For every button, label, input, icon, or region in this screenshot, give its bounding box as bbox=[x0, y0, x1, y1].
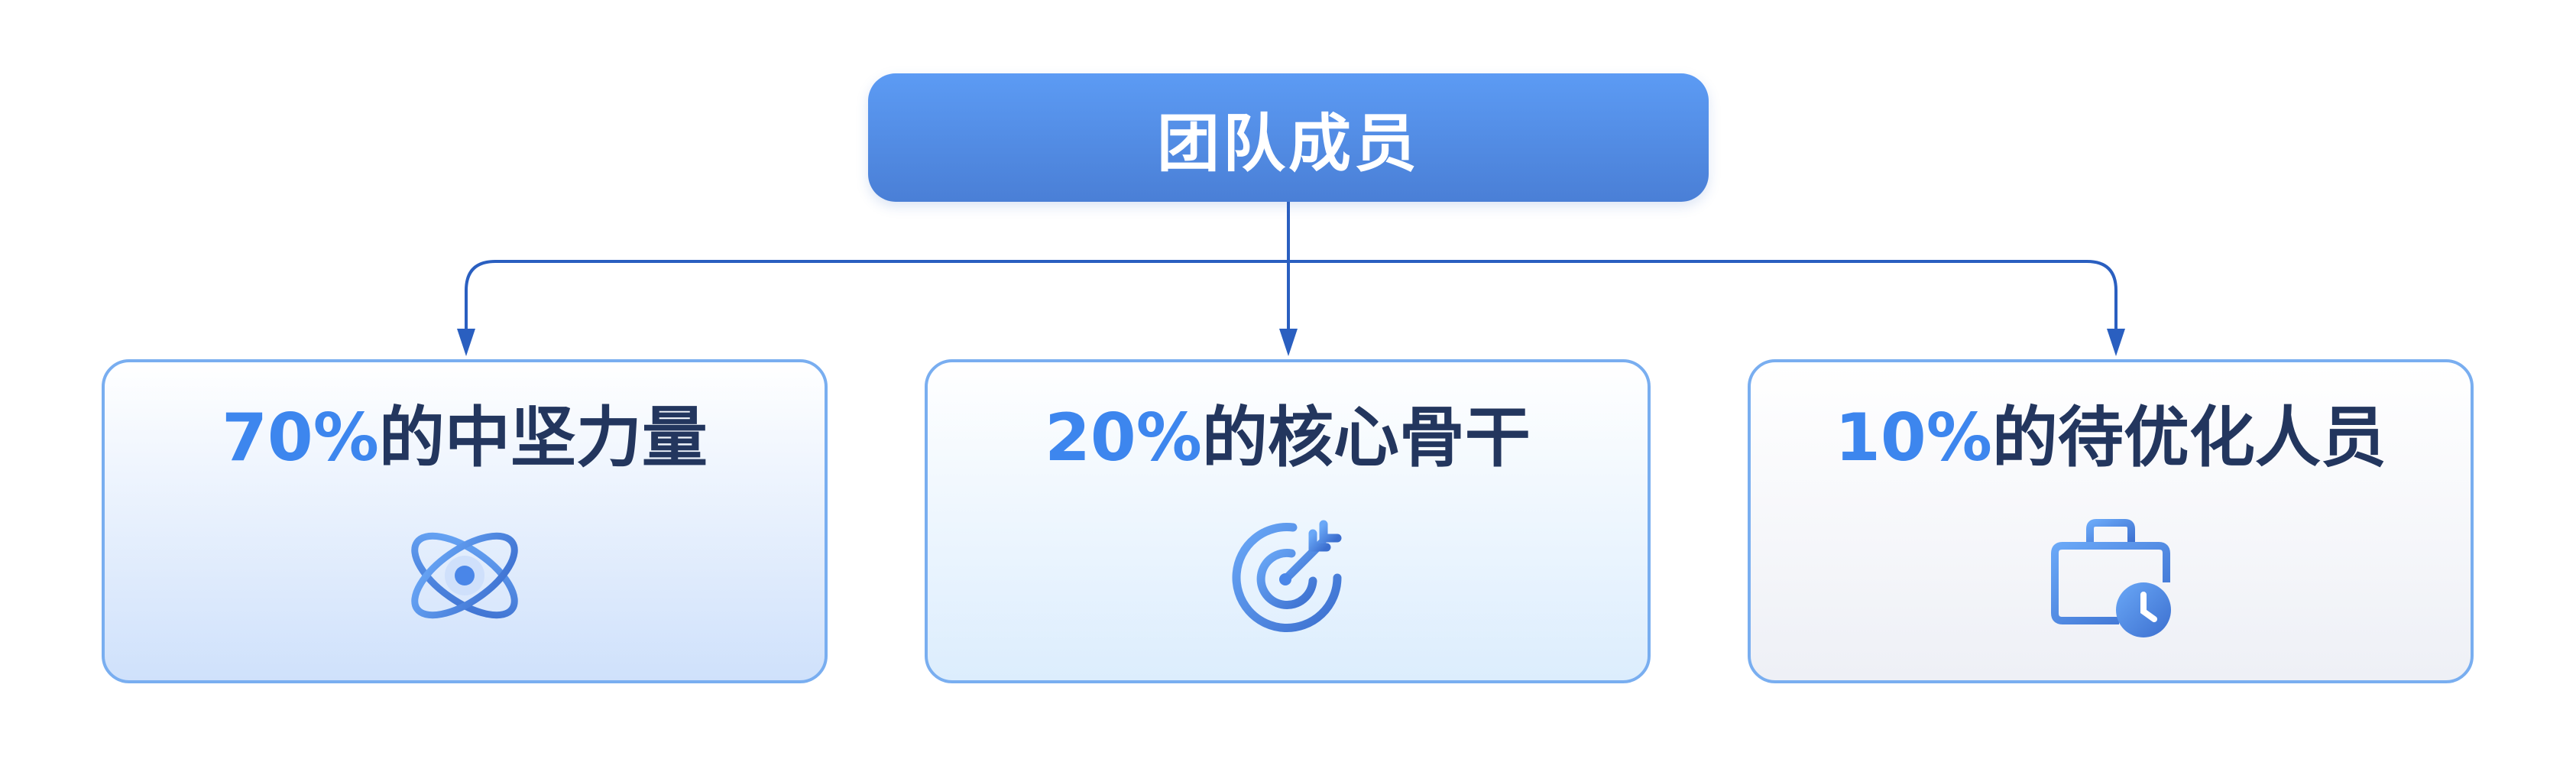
card-title: 70%的中坚力量 bbox=[222, 405, 708, 471]
card-percent: 20% bbox=[1045, 400, 1202, 476]
card-label: 的中坚力量 bbox=[378, 400, 708, 476]
root-title: 团队成员 bbox=[1156, 107, 1420, 180]
connector-branch-left bbox=[465, 260, 1290, 338]
arrow-center bbox=[1279, 329, 1298, 356]
arrow-left bbox=[457, 329, 475, 356]
card-title: 20%的核心骨干 bbox=[1045, 405, 1531, 471]
card-core-backbone: 20%的核心骨干 bbox=[925, 359, 1651, 683]
card-label: 的待优化人员 bbox=[1991, 400, 2386, 476]
card-to-be-optimized: 10%的待优化人员 bbox=[1748, 359, 2474, 683]
briefcase-clock-icon bbox=[2051, 519, 2171, 637]
target-arrow-icon bbox=[1232, 520, 1342, 632]
card-label: 的核心骨干 bbox=[1201, 400, 1531, 476]
connector-branch-right bbox=[1287, 260, 2118, 338]
atom-icon bbox=[411, 532, 518, 619]
card-title: 10%的待优化人员 bbox=[1835, 405, 2386, 471]
card-percent: 70% bbox=[222, 400, 379, 476]
root-node-team-members: 团队成员 bbox=[868, 73, 1709, 202]
card-core-strength: 70%的中坚力量 bbox=[102, 359, 828, 683]
arrow-right bbox=[2107, 329, 2125, 356]
card-percent: 10% bbox=[1835, 400, 1992, 476]
